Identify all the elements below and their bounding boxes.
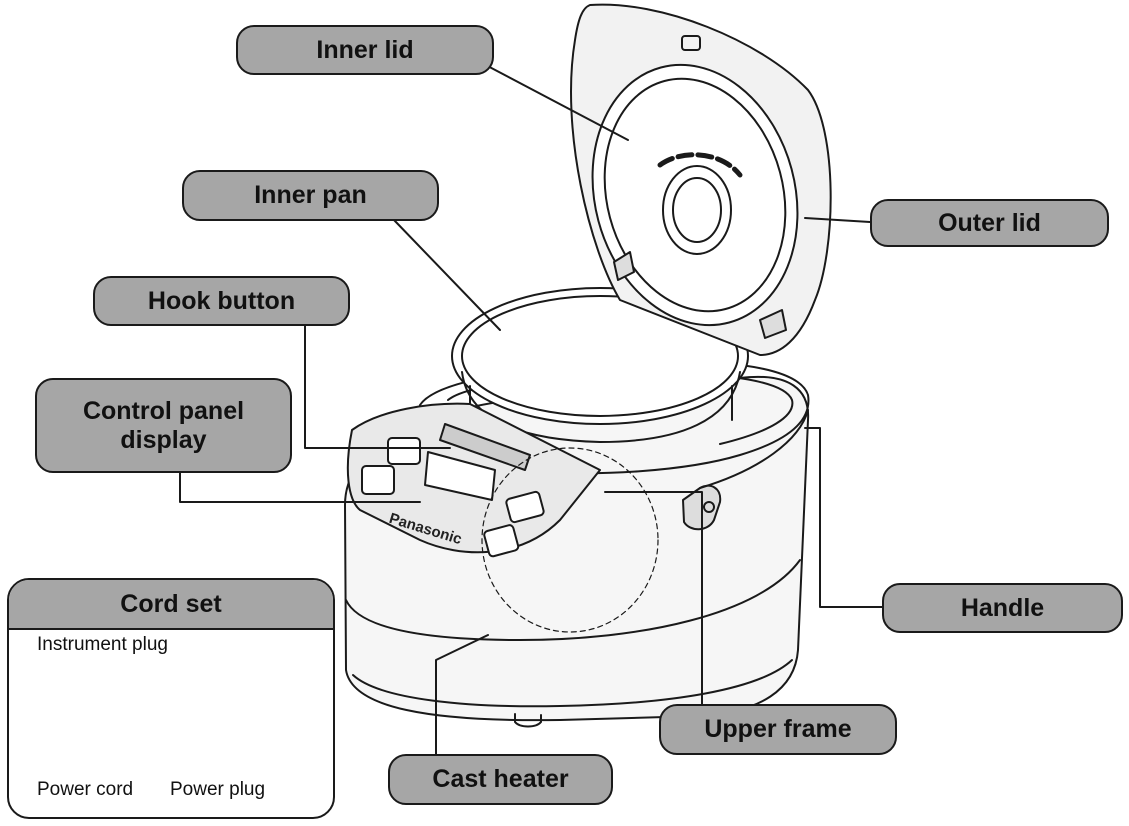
inner-lid: [591, 63, 799, 339]
instrument-plug-label: Instrument plug: [37, 634, 168, 655]
inner-pan-label: Inner pan: [182, 170, 439, 221]
control-panel-label: Control panel display: [35, 378, 292, 473]
control-panel: [346, 402, 601, 558]
handle-label: Handle: [882, 583, 1123, 633]
hook-button-label: Hook button: [93, 276, 350, 326]
upper-frame-label: Upper frame: [659, 704, 897, 755]
power-cord-label: Power cord: [37, 779, 134, 800]
cast-heater-label: Cast heater: [388, 754, 613, 805]
cast-heater-outline: [481, 447, 659, 633]
cord-set-title: Cord set: [9, 580, 333, 630]
leader-lines: [179, 61, 883, 756]
outer-lid-label: Outer lid: [870, 199, 1109, 247]
cord-set-panel: Cord set: [7, 578, 335, 819]
inner-lid-label: Inner lid: [236, 25, 494, 75]
power-plug-label: Power plug: [170, 779, 266, 800]
